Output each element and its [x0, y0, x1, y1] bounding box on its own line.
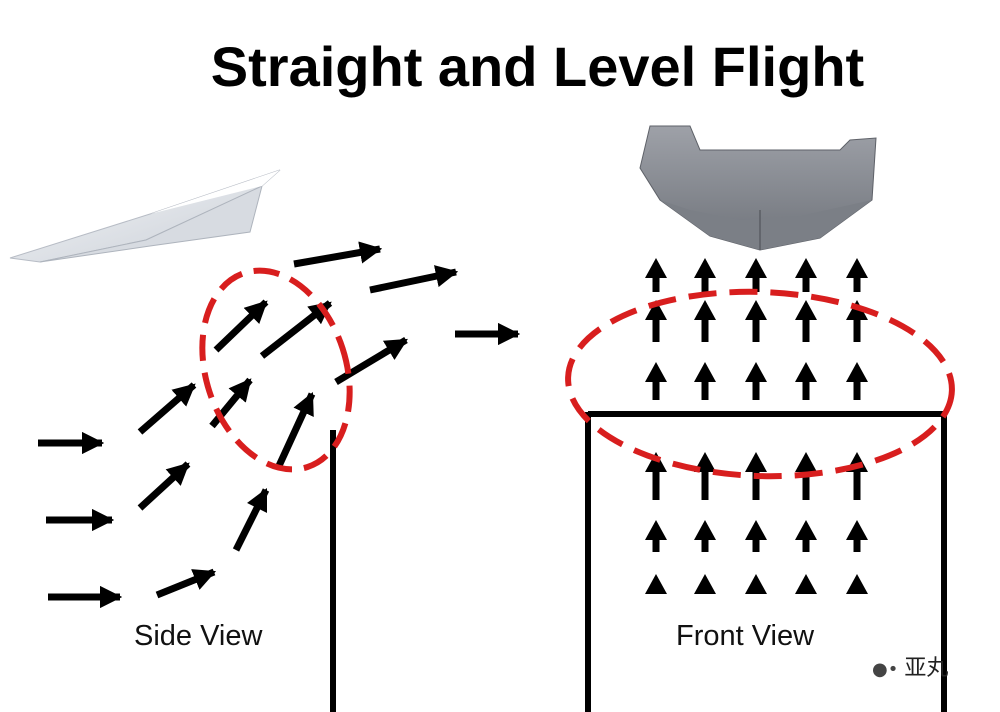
airflow-arrow	[745, 300, 767, 342]
airflow-arrow	[694, 452, 716, 500]
airflow-arrow	[694, 258, 716, 292]
airflow-arrow	[369, 265, 459, 294]
airflow-arrow	[846, 362, 868, 400]
airflow-arrow	[694, 574, 716, 594]
airflow-arrow	[645, 574, 667, 594]
front-highlight-ellipse	[565, 288, 955, 480]
airflow-arrow	[274, 391, 316, 470]
airflow-arrow	[694, 362, 716, 400]
airflow-arrow	[694, 520, 716, 552]
airflow-arrow	[209, 377, 253, 429]
airflow-arrow	[334, 336, 408, 386]
airflow-arrow	[846, 258, 868, 292]
airflow-arrow	[645, 258, 667, 292]
front-view-label: Front View	[676, 620, 815, 652]
airflow-arrow	[293, 241, 383, 268]
airflow-arrow	[645, 300, 667, 342]
airflow-arrow	[694, 300, 716, 342]
diagram-title: Straight and Level Flight	[210, 35, 865, 98]
front-airflow-arrows	[645, 258, 868, 594]
airflow-arrow	[213, 299, 269, 353]
airflow-arrow	[137, 461, 191, 511]
side-airflow-arrows	[38, 241, 521, 609]
airflow-arrow	[745, 520, 767, 552]
airflow-arrow	[645, 362, 667, 400]
airflow-arrow	[232, 487, 270, 552]
airflow-arrow	[795, 362, 817, 400]
watermark-text: 亚丸	[904, 656, 949, 681]
watermark: ●•亚丸	[872, 650, 948, 682]
paper-plane-side-icon	[9, 169, 281, 263]
airflow-arrow	[795, 520, 817, 552]
airflow-arrow	[795, 258, 817, 292]
wechat-icon: ●•	[872, 659, 899, 680]
front-frame	[585, 411, 947, 712]
airflow-arrow	[745, 258, 767, 292]
airflow-arrow	[645, 452, 667, 500]
airflow-arrow	[795, 300, 817, 342]
side-highlight-ellipse	[199, 267, 353, 473]
airflow-arrow	[846, 520, 868, 552]
airflow-arrow	[645, 520, 667, 552]
airflow-arrow	[795, 574, 817, 594]
airflow-arrow	[846, 574, 868, 594]
airflow-arrow	[155, 568, 217, 599]
airflow-arrow	[846, 452, 868, 500]
side-view-label: Side View	[134, 620, 263, 652]
airflow-arrow	[745, 574, 767, 594]
paper-plane-front-icon	[639, 125, 877, 251]
airflow-arrow	[745, 362, 767, 400]
airflow-arrow	[259, 300, 333, 359]
airflow-arrow	[137, 382, 197, 435]
